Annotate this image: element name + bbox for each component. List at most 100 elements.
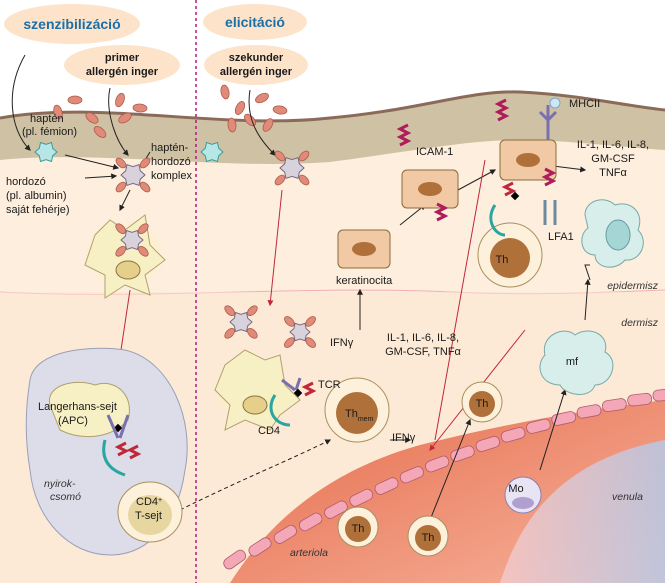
dermis-label: dermisz <box>621 317 659 329</box>
allergen-particle <box>272 105 288 115</box>
endothelial-cell <box>374 477 399 495</box>
allergen-particle <box>220 84 230 100</box>
secondary-stimulus: szekunder allergén inger <box>204 45 308 85</box>
th-cell-dermis <box>461 381 503 423</box>
tcr-receptor-lymph <box>114 441 142 460</box>
endothelial-cell <box>273 524 297 544</box>
langerhans-cell-epidermis <box>84 214 166 299</box>
langerhans-label-2: (APC) <box>58 415 88 427</box>
allergen-particle <box>234 101 246 115</box>
allergen-particle <box>53 104 63 120</box>
cytokines-top-1: IL-1, IL-6, IL-8, <box>577 139 649 151</box>
cytokines-top-3: TNFα <box>599 167 627 179</box>
endothelial-cell <box>601 398 627 413</box>
allergen-particle <box>227 117 237 133</box>
macrophage-label: mf <box>566 356 579 368</box>
th-cell-arteriole-1 <box>337 506 379 548</box>
th-cell-arteriole-2 <box>407 515 449 557</box>
allergen-particle <box>255 92 269 104</box>
endothelial-cell <box>526 418 551 434</box>
complex-label-2: hordozó <box>151 156 191 168</box>
keratinocyte-icam <box>401 169 459 209</box>
icam-label: ICAM-1 <box>416 146 453 158</box>
monocyte-label: Mo <box>508 483 523 495</box>
cd4-tcell-label-2: T-sejt <box>135 510 162 522</box>
primary-stimulus: primer allergén inger <box>64 45 180 85</box>
secondary-stimulus-line2: allergén inger <box>220 66 293 78</box>
lfa1-label: LFA1 <box>548 231 574 243</box>
th-mem-label: Thmem <box>345 408 374 423</box>
allergen-particle <box>262 118 274 132</box>
receptor-molecules <box>269 98 558 427</box>
allergen-particle <box>115 92 125 108</box>
hapten-carrier-complex <box>200 141 224 163</box>
endothelial-cell <box>627 392 653 407</box>
endothelial-cell <box>425 455 450 473</box>
cytokines-mid-2: GM-CSF, TNFα <box>385 346 461 358</box>
allergen-particle <box>93 126 107 138</box>
macrophage-dermis <box>539 330 614 395</box>
allergen-particles <box>53 84 288 138</box>
hapten-label-2: (pl. fémion) <box>22 126 77 138</box>
hapten-carrier-complex <box>224 305 258 339</box>
lymph-node-label-2: csomó <box>50 491 81 503</box>
ifn-label-2: IFNγ <box>392 432 416 444</box>
arteriole-label: arteriola <box>290 547 328 559</box>
cd4-label: CD4 <box>258 425 280 437</box>
keratinocyte-free <box>337 229 391 269</box>
hapten-carrier-complex <box>274 150 310 186</box>
blood-vessels <box>223 388 665 583</box>
primary-stimulus-line2: allergén inger <box>86 66 159 78</box>
hapten-carrier-complex <box>115 157 151 193</box>
carrier-label-3: saját fehérje) <box>6 204 70 216</box>
sensitization-title-text: szenzibilizáció <box>23 16 120 32</box>
th-dermis-label: Th <box>476 398 489 410</box>
endothelial-cell <box>551 411 577 426</box>
endothelial-cell <box>500 427 526 443</box>
endothelial-cell <box>248 537 272 557</box>
langerhans-label-1: Langerhans-sejt <box>38 401 117 413</box>
endothelial-cells <box>223 388 665 570</box>
elicitation-title-text: elicitáció <box>225 14 285 30</box>
cd4-tcell-label-1: CD4+ <box>136 496 162 508</box>
endothelial-cell <box>475 435 501 452</box>
allergen-particle <box>132 103 148 113</box>
endothelial-cell <box>223 549 247 570</box>
cytokines-mid-1: IL-1, IL-6, IL-8, <box>387 332 459 344</box>
th-mem-cell <box>324 377 390 443</box>
complex-label-3: komplex <box>151 170 192 182</box>
hapten-carrier-complex <box>284 316 316 348</box>
keratinocyte-label: keratinocita <box>336 275 393 287</box>
th-arteriole-label-1: Th <box>352 523 365 535</box>
endothelial-cell <box>349 488 374 507</box>
th-cell-epidermis <box>477 222 543 288</box>
carrier-label-1: hordozó <box>6 176 46 188</box>
allergen-particle <box>67 95 83 105</box>
endothelial-cell <box>450 445 475 462</box>
th-arteriole-label-2: Th <box>422 532 435 544</box>
cytokines-top-2: GM-CSF <box>591 153 635 165</box>
sensitization-title: szenzibilizáció <box>4 4 140 44</box>
endothelial-cell <box>576 404 602 419</box>
complex-label-1: haptén- <box>151 142 189 154</box>
venule-label: venula <box>612 491 643 503</box>
hapten-carrier-complex <box>115 223 149 257</box>
elicitation-title: elicitáció <box>203 4 307 40</box>
lymph-node <box>25 347 188 556</box>
endothelial-cell <box>324 500 348 519</box>
tcr-label: TCR <box>318 379 341 391</box>
carrier-label-2: (pl. albumin) <box>6 190 67 202</box>
endothelial-cell <box>298 512 323 532</box>
endothelial-cell <box>399 466 424 484</box>
macrophage-epidermis <box>581 199 644 268</box>
lymph-node-label-1: nyirok- <box>44 478 76 490</box>
hapten-label-1: haptén <box>30 113 64 125</box>
langerhans-cell-dermis <box>212 349 301 431</box>
allergen-particle <box>118 112 132 124</box>
epidermis-label: epidermisz <box>607 280 659 292</box>
mhcii-label: MHCII <box>569 98 600 110</box>
hapten-carrier-complexes <box>34 141 316 348</box>
th-epidermis-label: Th <box>496 254 509 266</box>
